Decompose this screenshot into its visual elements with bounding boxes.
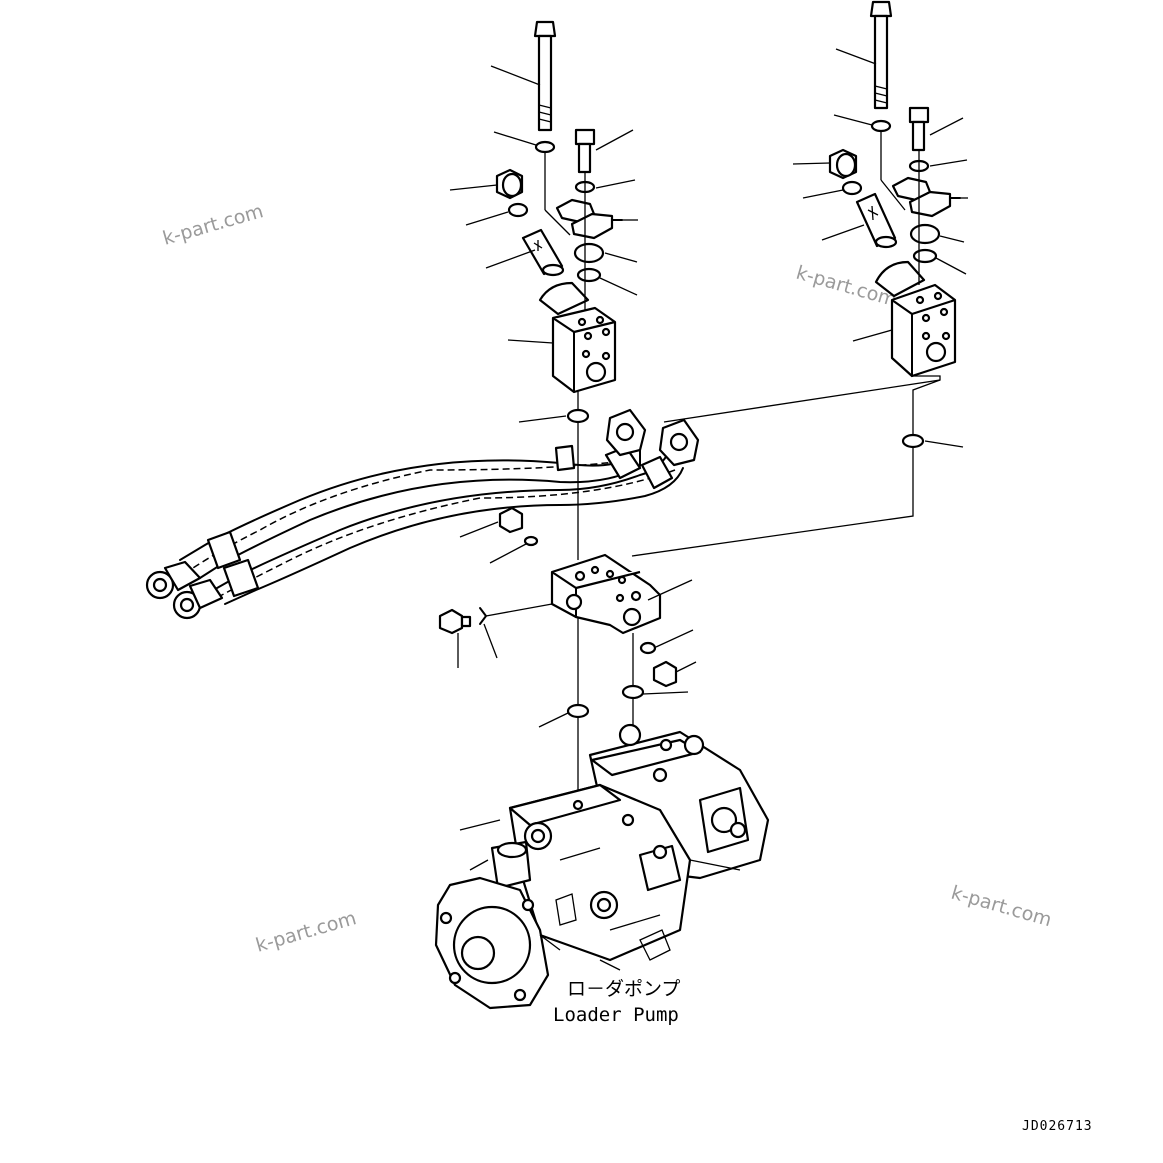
long-bolt [533, 20, 557, 132]
small-bolt [908, 106, 930, 152]
strainer [521, 228, 565, 277]
o-ring [912, 248, 938, 264]
watermark: k-part.com [949, 882, 1055, 932]
washer [870, 119, 892, 133]
o-ring [566, 408, 590, 424]
o-ring [841, 180, 863, 196]
valve-block [538, 281, 617, 394]
manifold-block [438, 422, 697, 820]
hose-fitting-flange [145, 408, 700, 620]
left-valve-assembly [449, 20, 638, 424]
seal-plate [573, 242, 605, 264]
small-bolt [574, 128, 596, 174]
washer [534, 140, 556, 154]
valve-block [874, 260, 957, 378]
split-flange-clamp [891, 176, 961, 218]
long-bolt [869, 0, 893, 110]
right-valve-assembly [792, 0, 968, 449]
watermark: k-part.com [160, 200, 266, 250]
pump-label-japanese: ロ－ダポンプ [567, 978, 680, 1000]
o-ring [901, 433, 925, 449]
watermark: k-part.com [253, 907, 359, 957]
o-ring [576, 267, 602, 283]
loader-pump [434, 723, 770, 1010]
plug [828, 148, 858, 180]
strainer [855, 192, 898, 249]
hydraulic-hoses [145, 408, 700, 620]
drawing-code: JD026713 [1022, 1119, 1093, 1134]
o-ring [507, 202, 529, 218]
seal-plate [909, 223, 941, 245]
hose-ferrule [206, 444, 674, 598]
plug [495, 168, 524, 200]
pump-label-english: Loader Pump [553, 1004, 679, 1026]
